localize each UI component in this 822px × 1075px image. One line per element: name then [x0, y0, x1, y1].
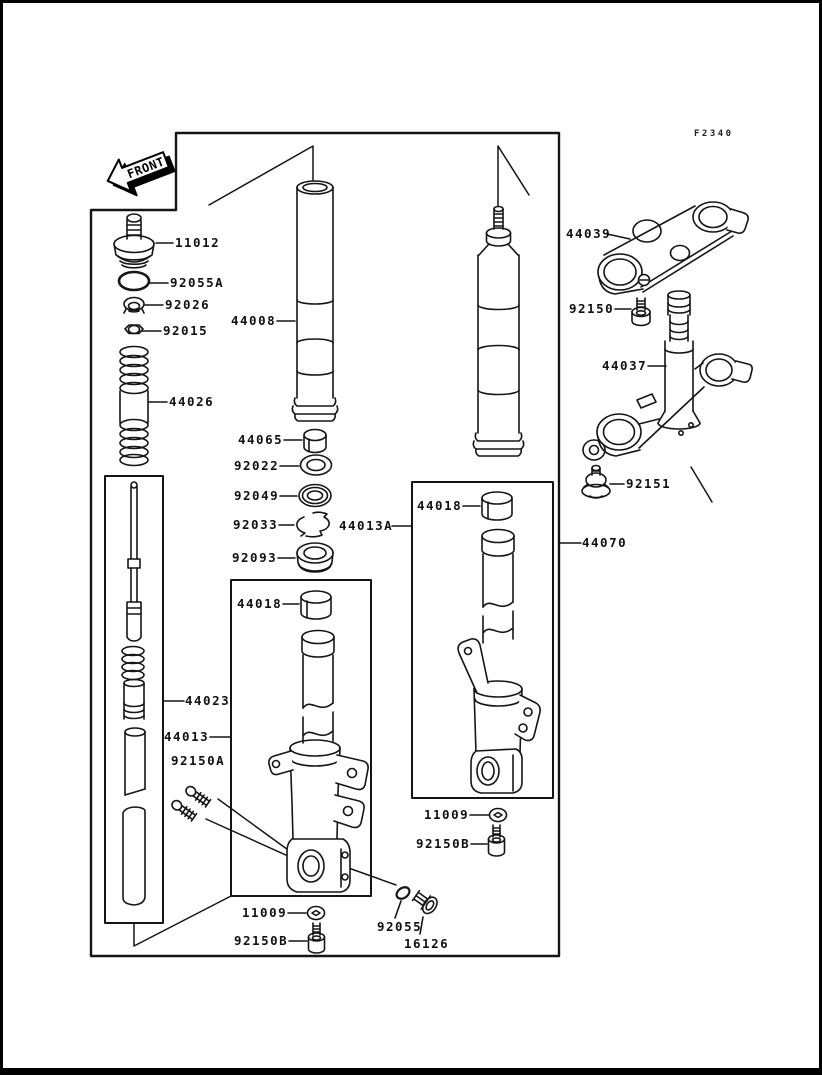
washer-11009-left-drawing	[306, 905, 326, 921]
diagram-canvas: FRONT	[89, 131, 753, 958]
oil-seal-92049-drawing	[298, 483, 332, 508]
guide-bushing-44065-drawing	[303, 428, 327, 454]
front-arrow: FRONT	[106, 151, 176, 197]
part-label-44013: 44013	[164, 729, 210, 744]
left-fork-tube-box	[230, 579, 372, 897]
washer-11009-right-drawing	[488, 807, 508, 823]
part-label-16126: 16126	[404, 936, 450, 951]
fork-spring-drawing	[119, 345, 149, 467]
axle-clamp-bolts-92150a-drawing	[171, 785, 212, 822]
part-label-92049: 92049	[234, 488, 280, 503]
part-label-92150b-left: 92150B	[234, 933, 289, 948]
damper-rod-assembly-drawing	[121, 481, 146, 906]
part-label-44026: 44026	[169, 394, 215, 409]
right-fork-bushing-44018-drawing	[481, 491, 513, 521]
allen-bolt-92150b-left-drawing	[307, 922, 326, 954]
part-label-11009-left: 11009	[242, 905, 288, 920]
steering-stem-drawing	[582, 290, 753, 461]
lock-nut-drawing	[124, 324, 144, 335]
part-label-44018-right: 44018	[417, 498, 463, 513]
inner-tube-right-top-drawing	[472, 205, 525, 457]
part-label-44065: 44065	[238, 432, 284, 447]
inner-tube-left-drawing	[291, 180, 339, 422]
part-label-11009-right: 11009	[424, 807, 470, 822]
part-label-92055: 92055	[377, 919, 423, 934]
clamp-bolt-92151-drawing	[581, 464, 611, 499]
main-assembly-box	[89, 131, 561, 958]
part-label-92026: 92026	[165, 297, 211, 312]
part-label-44018-left: 44018	[237, 596, 283, 611]
part-label-44008: 44008	[231, 313, 277, 328]
right-fork-tube-box	[411, 481, 554, 799]
stem-bolt-92150-drawing	[631, 297, 651, 327]
part-label-44037: 44037	[602, 358, 648, 373]
valve-16126-drawing	[411, 889, 438, 915]
part-label-92093: 92093	[232, 550, 278, 565]
fork-cap-bolt-drawing	[113, 213, 155, 269]
part-label-92015: 92015	[163, 323, 209, 338]
o-ring-92055-drawing	[395, 886, 411, 900]
part-label-92151: 92151	[626, 476, 672, 491]
part-label-44023: 44023	[185, 693, 231, 708]
figure-reference-code: F2340	[694, 129, 734, 139]
o-ring-92055a-drawing	[117, 270, 151, 292]
damper-rod-box	[104, 475, 164, 924]
part-label-92150b-right: 92150B	[416, 836, 471, 851]
dust-seal-92093-drawing	[296, 542, 334, 573]
upper-triple-clamp-drawing	[597, 201, 749, 295]
label-leader-lines	[141, 233, 667, 942]
part-label-44070: 44070	[582, 535, 628, 550]
part-label-92022: 92022	[234, 458, 280, 473]
part-label-92150a: 92150A	[171, 753, 226, 768]
retaining-ring-92033-drawing	[296, 511, 330, 538]
spring-seat-drawing	[123, 296, 145, 314]
bushing-44018-left-drawing	[300, 590, 332, 620]
part-label-92150: 92150	[569, 301, 615, 316]
part-label-44039: 44039	[566, 226, 612, 241]
part-label-44013a: 44013A	[339, 518, 394, 533]
part-label-92055a: 92055A	[170, 275, 225, 290]
allen-bolt-92150b-right-drawing	[487, 824, 506, 857]
left-fork-lower-drawing	[268, 629, 369, 893]
part-label-11012: 11012	[175, 235, 221, 250]
washer-92022-drawing	[299, 454, 333, 476]
right-fork-lower-drawing	[457, 528, 541, 794]
part-label-92033: 92033	[233, 517, 279, 532]
